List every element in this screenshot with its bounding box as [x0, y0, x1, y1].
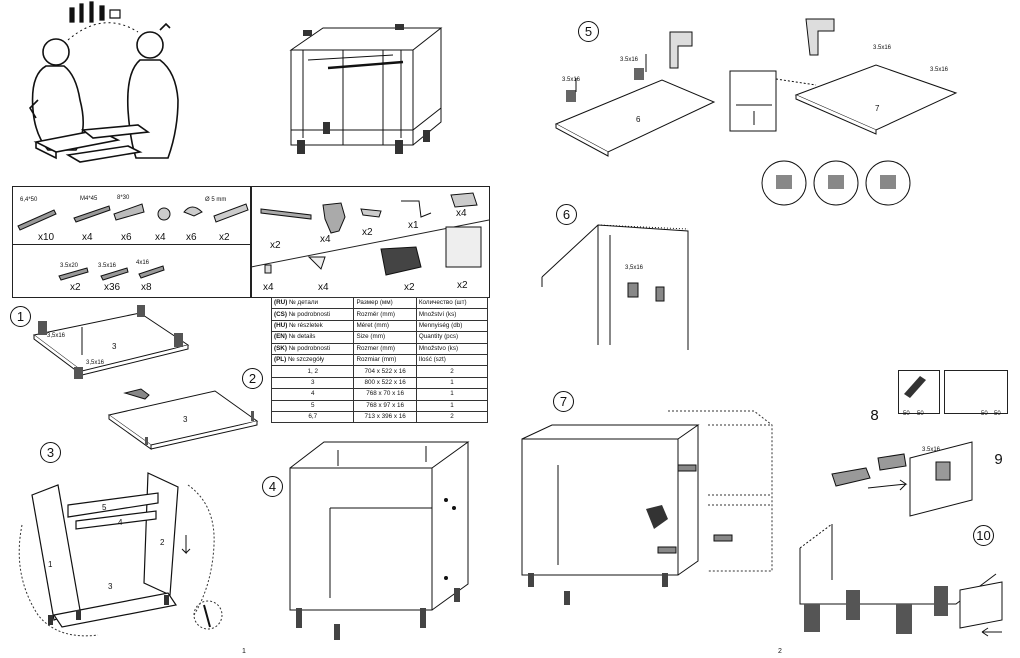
step5b-screw-1: 3.5x16: [873, 45, 892, 51]
assembly-people-illustration: [28, 0, 198, 165]
step-6-illustration: [538, 205, 698, 350]
hwr-bottom-qty-4: x2: [457, 280, 468, 291]
hw2-qty-2: x36: [104, 282, 121, 293]
step-3-illustration: [18, 465, 238, 650]
table-row: 5 768 x 97 x 16 1: [270, 399, 489, 412]
step-5-illustration: [552, 28, 722, 158]
step1-screw-label-a: 3,5x16: [47, 333, 66, 339]
step-9-marker: 9: [990, 450, 1007, 469]
hwr-bottom-qty-1: x4: [263, 282, 274, 293]
table-row: (RU) № детали Размер (мм) Количество (шт…: [270, 296, 489, 310]
hw-qty-2: x4: [82, 232, 93, 243]
hardware-divider-left: [12, 244, 252, 245]
hardware-icons-row1: [14, 190, 250, 242]
step8-dim-4: 50: [994, 411, 1001, 417]
step-5b-illustration: [726, 15, 966, 220]
step-8-panel-a: [898, 370, 940, 414]
step-8-marker: 8: [866, 406, 883, 425]
step6-screw-label: 3,5x16: [625, 265, 644, 271]
hw-qty-1: x10: [38, 232, 55, 243]
hw2-qty-1: x2: [70, 282, 81, 293]
step3-part-3: 3: [108, 582, 113, 591]
table-row: (SK) № podrobnosti Rozmer (mm) Množstvo …: [270, 342, 489, 355]
table-row: (PL) № szczegóły Rozmiar (mm) Ilość (szt…: [270, 353, 489, 367]
step8-dim-2: 50: [917, 411, 924, 417]
step1-panel-label: 3: [112, 342, 117, 351]
step9-screw-label: 3.5x16: [922, 447, 941, 453]
page-number-left: 1: [242, 648, 246, 655]
step1-screw-label-b: 3,5x16: [86, 360, 105, 366]
hwr-bottom-qty-3: x2: [404, 282, 415, 293]
step-2-marker: 2: [242, 368, 263, 389]
step-4-illustration: [286, 438, 476, 640]
step-10-illustration: [796, 520, 1011, 655]
hardware-box-right-diagonal: [251, 187, 489, 297]
hw-code-6: Ø 5 mm: [205, 197, 227, 203]
page-number-right: 2: [778, 648, 782, 655]
hardware-icons-row2: [55, 258, 175, 282]
hwr-bottom-qty-2: x4: [318, 282, 329, 293]
hw-qty-3: x6: [121, 232, 132, 243]
step-7-illustration: [518, 395, 780, 605]
table-row: 4 768 x 70 x 16 1: [270, 388, 489, 401]
step5-screw-2: 3.5x16: [620, 57, 639, 63]
hwr-qty-5: x4: [456, 208, 467, 219]
step5-screw-1: 3.5x16: [562, 77, 581, 83]
step3-part-1: 1: [48, 560, 53, 569]
table-row: (CS) № podrobnosti Rozměr (mm) Množství …: [270, 308, 489, 321]
hwr-qty-4: x1: [408, 220, 419, 231]
table-row: (HU) № részletek Méret (mm) Mennyiség (d…: [270, 319, 489, 333]
step8-dim-3: 50: [981, 411, 988, 417]
hw-code-3: 8*30: [117, 195, 130, 201]
step8-dim-1: 50: [903, 411, 910, 417]
hwr-qty-1: x2: [270, 240, 281, 251]
step-1-marker: 1: [10, 306, 31, 327]
step3-part-2: 2: [160, 538, 165, 547]
hw-code-1: 6,4*50: [20, 197, 38, 203]
hw2-code-3: 4x16: [136, 260, 150, 266]
step-3-marker: 3: [40, 442, 61, 463]
hw-qty-4: x4: [155, 232, 166, 243]
step5b-panel: 7: [875, 104, 880, 113]
step-8-panel-b: [944, 370, 1008, 414]
step-8-pencil-icon: [904, 376, 926, 398]
step5b-screw-2: 3.5x16: [930, 67, 949, 73]
step2-panel-label: 3: [183, 415, 188, 424]
step-2-illustration: [105, 385, 265, 450]
step-6-marker: 6: [556, 204, 577, 225]
step-4-marker: 4: [262, 476, 283, 497]
step-10-marker: 10: [973, 525, 994, 546]
step-9-illustration: [826, 438, 986, 518]
table-row: (EN) № details Size (mm) Quantity (pcs): [270, 331, 489, 344]
step3-part-5: 5: [102, 503, 107, 512]
hw2-code-2: 3.5x16: [98, 263, 117, 269]
hw-qty-5: x6: [186, 232, 197, 243]
cabinet-frame-illustration: [283, 24, 448, 154]
table-row: 3 800 x 522 x 16 1: [270, 376, 489, 390]
hwr-qty-3: x2: [362, 227, 373, 238]
parts-spec-table: (RU) № детали Размер (мм) Количество (шт…: [270, 296, 489, 424]
hw-code-2: M4*45: [80, 196, 98, 202]
step5-panel: 6: [636, 115, 641, 124]
step-5-marker: 5: [578, 21, 599, 42]
step3-part-4: 4: [118, 518, 123, 527]
step-7-marker: 7: [553, 391, 574, 412]
hwr-qty-2: x4: [320, 234, 331, 245]
hardware-box-left: [12, 186, 252, 298]
hw-qty-6: x2: [219, 232, 230, 243]
hw2-code-1: 3.5x20: [60, 263, 79, 269]
table-row: 6,7 713 x 396 x 16 2: [270, 410, 489, 424]
table-row: 1, 2 704 x 522 x 16 2: [270, 365, 489, 378]
step-1-illustration: [30, 305, 198, 379]
hw2-qty-3: x8: [141, 282, 152, 293]
